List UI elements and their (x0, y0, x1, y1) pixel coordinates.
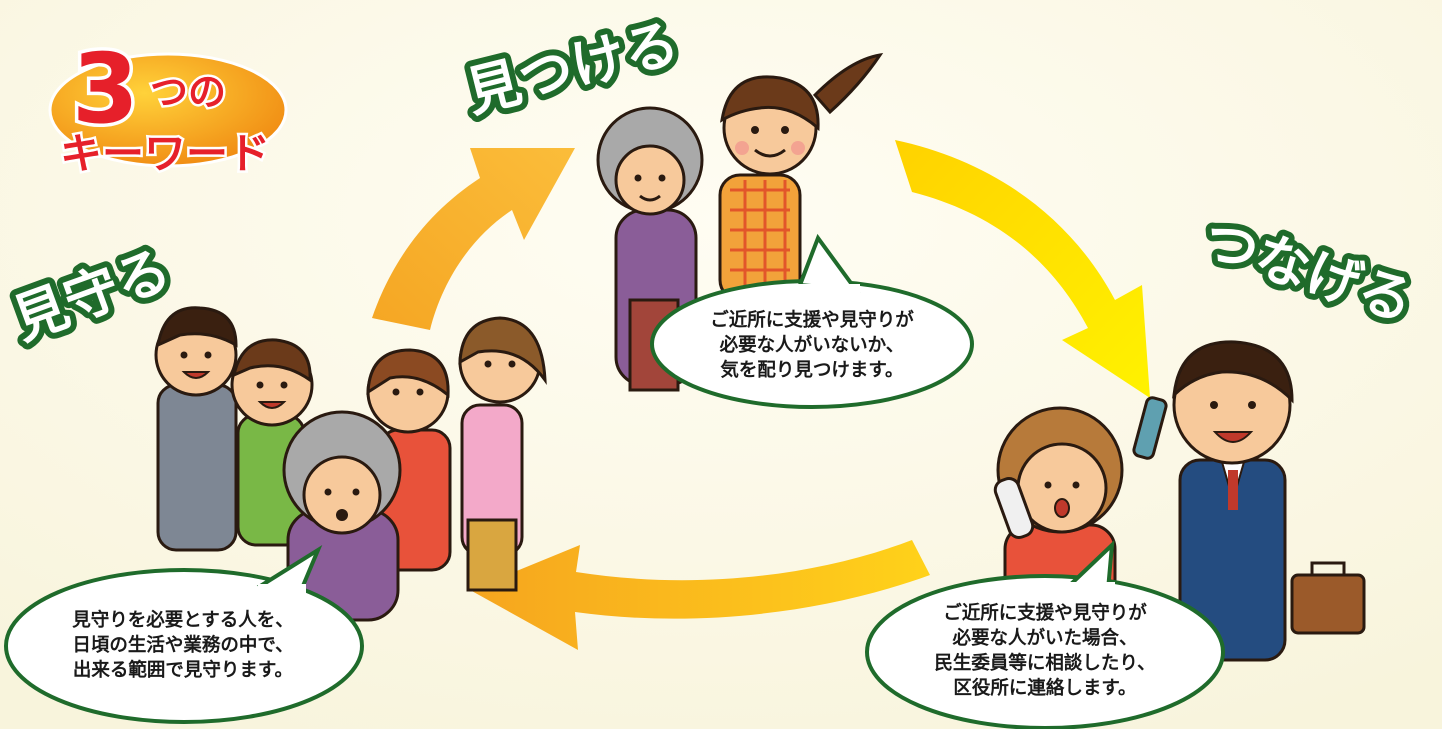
speech-bubble-tsunageru-shape (865, 539, 1225, 729)
arrow-tsunageru-to-mimamoru (470, 540, 930, 650)
speech-bubble-mimamoru-shape (4, 544, 364, 724)
arrow-mimamoru-to-mitsukeru (372, 148, 575, 330)
arrow-mitsukeru-to-tsunageru (895, 140, 1150, 398)
speech-bubble-tsunageru: ご近所に支援や見守りが 必要な人がいた場合、 民生委員等に相談したり、 区役所に… (934, 603, 1156, 699)
badge-number: 3 (72, 33, 139, 145)
badge-text-line1: つの (150, 70, 226, 114)
badge-text-line2: キーワード (60, 129, 270, 178)
badge-oval (48, 52, 288, 168)
speech-bubble-mimamoru: 見守りを必要とする人を、 日頃の生活や業務の中で、 出来る範囲で見守ります。 (72, 609, 294, 681)
illustration-family-group (154, 306, 547, 622)
speech-bubble-mitsukeru-shape (650, 233, 974, 409)
keyword-count-badge: 3 つの キーワード (48, 30, 288, 181)
speech-bubble-mitsukeru: ご近所に支援や見守りが 必要な人がいないか、 気を配り見つけます。 (710, 309, 914, 381)
